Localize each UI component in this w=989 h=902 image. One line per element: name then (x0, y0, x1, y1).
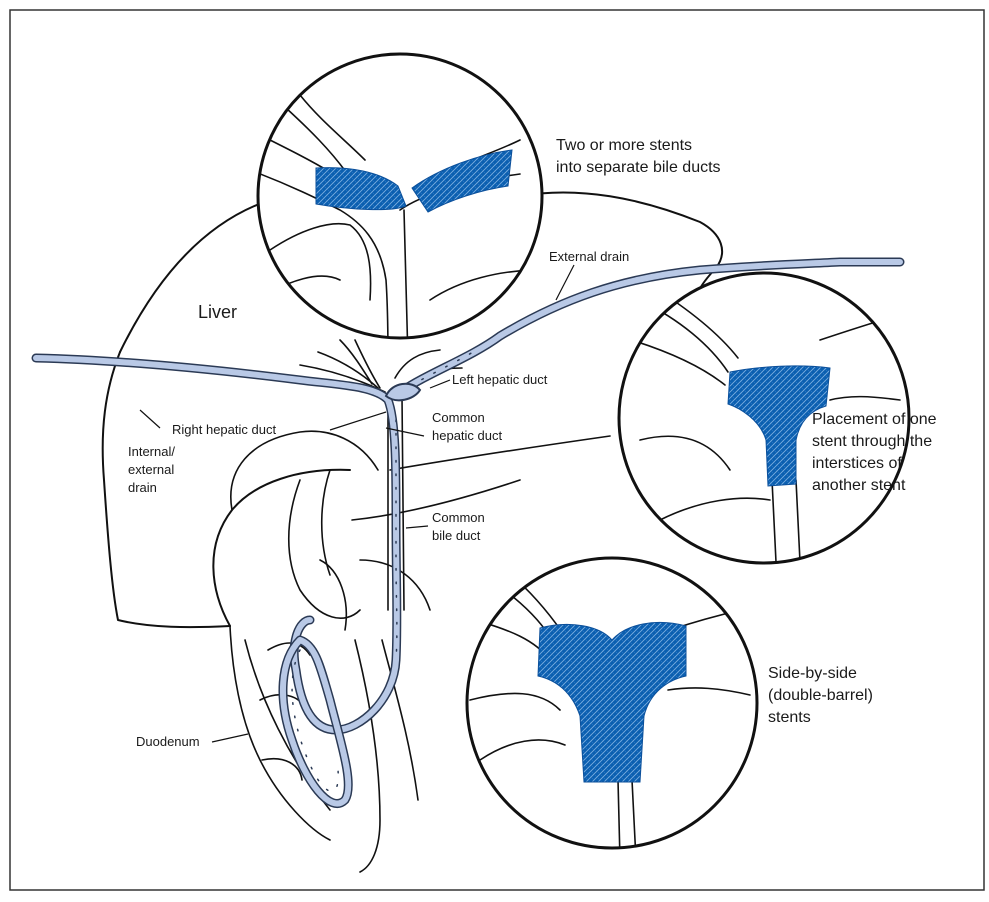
inset-right-caption-4: another stent (812, 477, 906, 494)
left-hepatic-duct-label: Left hepatic duct (452, 372, 548, 387)
inset-bottom-caption-2: (double-barrel) (768, 687, 873, 704)
inset-separate-stents (250, 54, 542, 360)
duodenum-label: Duodenum (136, 734, 200, 749)
inset-top-caption-1: Two or more stents (556, 137, 692, 154)
inset-top-caption-2: into separate bile ducts (556, 159, 721, 176)
confluence-stent (386, 384, 420, 401)
common-hepatic-duct-label-1: Common (432, 410, 485, 425)
common-hepatic-duct-label-2: hepatic duct (432, 428, 502, 443)
internal-external-drain-label-3: drain (128, 480, 157, 495)
external-drain-label: External drain (549, 249, 629, 264)
right-hepatic-duct-label: Right hepatic duct (172, 422, 276, 437)
inset-side-by-side-stents (467, 558, 760, 860)
liver-label: Liver (198, 302, 237, 322)
inset-right-caption-2: stent through the (812, 433, 932, 450)
inset-right-caption-3: interstices of (812, 455, 902, 472)
common-bile-duct-label-2: bile duct (432, 528, 481, 543)
inset-right-caption-1: Placement of one (812, 411, 937, 428)
inset-bottom-caption-1: Side-by-side (768, 665, 857, 682)
internal-external-drain-label-1: Internal/ (128, 444, 175, 459)
internal-external-drain-label-2: external (128, 462, 174, 477)
inset-bottom-caption-3: stents (768, 709, 811, 726)
common-bile-duct-label-1: Common (432, 510, 485, 525)
